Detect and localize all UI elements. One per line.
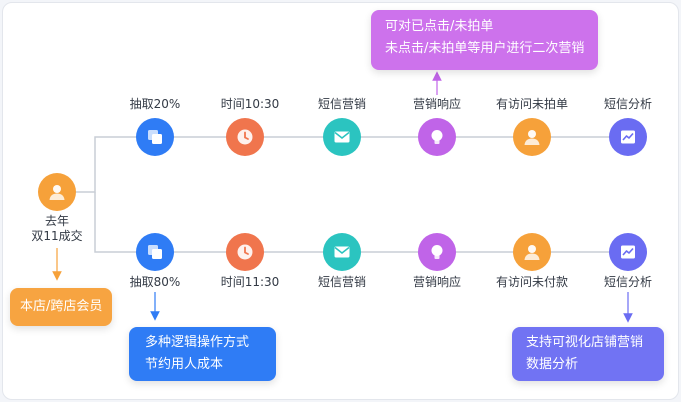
top-callout-line1: 可对已点击/未拍单 [385, 19, 494, 34]
top-callout: 可对已点击/未拍单 未点击/未拍单等用户进行二次营销 [371, 10, 598, 70]
top-step-4-node [418, 118, 456, 156]
copy-icon [148, 130, 162, 144]
bottom-step-4-label: 营销响应 [412, 275, 462, 289]
visual-callout-line2: 数据分析 [526, 357, 579, 372]
root-label-line1: 去年 [44, 214, 70, 228]
top-step-2-label: 时间10:30 [220, 97, 280, 111]
top-step-1-label: 抽取20% [129, 97, 181, 111]
top-step-1-node [136, 118, 174, 156]
bulb-icon [431, 245, 443, 259]
bottom-step-3-node [323, 233, 361, 271]
top-step-3-node [323, 118, 361, 156]
bottom-step-5-node [513, 233, 551, 271]
chart-icon [621, 245, 635, 259]
branch-top-line [76, 136, 155, 193]
top-step-5-node [513, 118, 551, 156]
clock-icon [237, 129, 253, 145]
top-step-6-label: 短信分析 [603, 97, 653, 111]
user-icon [524, 130, 540, 145]
store-member-label: 本店/跨店会员 [20, 299, 103, 314]
logic-callout: 多种逻辑操作方式 节约用人成本 [129, 327, 276, 381]
top-step-2-node [226, 118, 264, 156]
visual-callout-line1: 支持可视化店铺营销 [526, 335, 644, 350]
user-icon [49, 185, 65, 200]
top-step-3-label: 短信营销 [317, 97, 367, 111]
bottom-step-6-label: 短信分析 [603, 275, 653, 289]
bottom-step-1-label: 抽取80% [129, 275, 181, 289]
bulb-icon [431, 130, 443, 144]
bottom-step-1-node [136, 233, 174, 271]
mail-icon [334, 246, 350, 258]
chart-icon [621, 130, 635, 144]
logic-callout-line2: 节约用人成本 [145, 357, 224, 372]
top-step-5-label: 有访问未拍单 [495, 97, 569, 111]
logic-callout-line1: 多种逻辑操作方式 [145, 335, 250, 350]
root-label-line2: 双11成交 [31, 229, 83, 243]
bottom-step-2-node [226, 233, 264, 271]
top-step-6-node [609, 118, 647, 156]
clock-icon [237, 244, 253, 260]
user-icon [524, 245, 540, 260]
root-node [38, 173, 76, 211]
bottom-step-4-node [418, 233, 456, 271]
bottom-step-2-label: 时间11:30 [220, 275, 280, 289]
store-member-box: 本店/跨店会员 [10, 288, 112, 326]
visual-callout: 支持可视化店铺营销 数据分析 [512, 327, 664, 381]
bottom-step-6-node [609, 233, 647, 271]
mail-icon [334, 131, 350, 143]
top-step-4-label: 营销响应 [412, 97, 462, 111]
copy-icon [148, 245, 162, 259]
top-callout-line2: 未点击/未拍单等用户进行二次营销 [385, 41, 585, 56]
bottom-step-3-label: 短信营销 [317, 275, 367, 289]
bottom-step-5-label: 有访问未付款 [495, 275, 569, 289]
branch-bottom-line [94, 192, 155, 253]
